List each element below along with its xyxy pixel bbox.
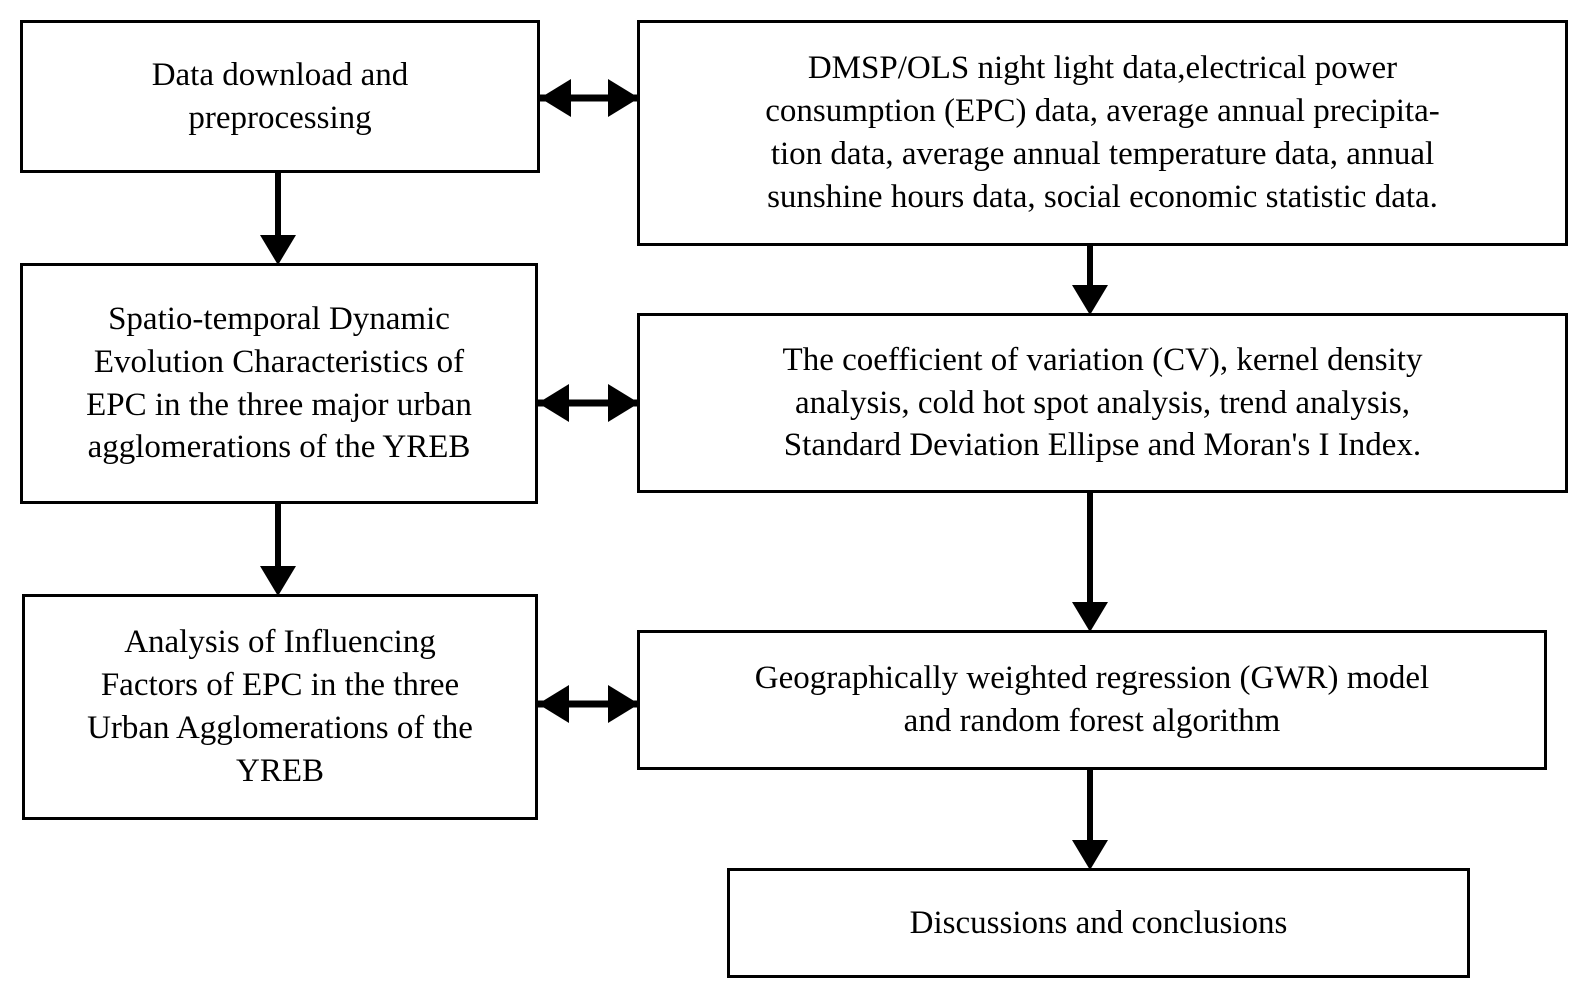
arrow-head-down-icon xyxy=(260,235,296,265)
node-methods-text: The coefficient of variation (CV), kerne… xyxy=(650,339,1555,468)
text-line: Standard Deviation Ellipse and Moran's I… xyxy=(783,427,1422,464)
connector-shaft xyxy=(1087,493,1093,604)
text-line: tion data, average annual temperature da… xyxy=(770,136,1435,172)
connector-shaft xyxy=(275,504,281,568)
arrow-head-left-icon xyxy=(538,685,569,723)
arrow-head-down-icon xyxy=(1072,840,1108,870)
text-line: agglomerations of the YREB xyxy=(87,429,471,466)
text-line: Factors of EPC in the three xyxy=(100,667,460,704)
connector-shaft xyxy=(1087,246,1093,287)
node-methods[interactable]: The coefficient of variation (CV), kerne… xyxy=(637,313,1568,493)
text-line: Evolution Characteristics of xyxy=(93,343,465,380)
text-line: Spatio-temporal Dynamic xyxy=(108,300,450,337)
connector-download-to-spatiotemporal xyxy=(258,173,298,265)
text-line: EPC in the three major urban xyxy=(86,386,472,423)
node-data-download[interactable]: Data download and preprocessing xyxy=(20,20,540,173)
text-line: YREB xyxy=(235,752,324,789)
node-models-text: Geographically weighted regression (GWR)… xyxy=(650,657,1534,743)
text-line: DMSP/OLS night light data,electrical pow… xyxy=(807,50,1398,87)
connector-sources-to-methods xyxy=(1070,246,1110,315)
node-models[interactable]: Geographically weighted regression (GWR)… xyxy=(637,630,1547,770)
text-line: The coefficient of variation (CV), kerne… xyxy=(782,341,1423,378)
arrow-head-down-icon xyxy=(1072,602,1108,632)
connector-shaft xyxy=(538,399,639,407)
connector-shaft xyxy=(538,700,639,708)
text-line: sunshine hours data, social economic sta… xyxy=(767,178,1438,215)
connector-models-to-conclusions xyxy=(1070,770,1110,870)
connector-shaft xyxy=(1087,770,1093,842)
node-data-sources-text: DMSP/OLS night light data,electrical pow… xyxy=(650,47,1555,219)
arrow-head-left-icon xyxy=(540,79,571,117)
text-line: consumption (EPC) data, average annual p… xyxy=(765,93,1440,130)
node-data-download-text: Data download and preprocessing xyxy=(33,54,527,140)
connector-shaft xyxy=(275,173,281,237)
connector-shaft xyxy=(540,94,639,102)
arrow-head-down-icon xyxy=(1072,285,1108,315)
connector-methods-to-models xyxy=(1070,493,1110,632)
connector-spatiotemporal-to-influencing xyxy=(258,504,298,596)
text-line: Discussions and conclusions xyxy=(909,904,1288,941)
node-conclusions[interactable]: Discussions and conclusions xyxy=(727,868,1470,978)
text-line: Geographically weighted regression (GWR)… xyxy=(754,660,1430,697)
arrow-head-right-icon xyxy=(608,685,639,723)
connector-influencing-to-models xyxy=(538,684,639,724)
text-line: preprocessing xyxy=(188,99,372,136)
text-line: Data download and xyxy=(151,56,409,93)
connector-spatiotemporal-to-methods xyxy=(538,383,639,423)
arrow-head-left-icon xyxy=(538,384,569,422)
node-data-sources[interactable]: DMSP/OLS night light data,electrical pow… xyxy=(637,20,1568,246)
text-line: analysis, cold hot spot analysis, trend … xyxy=(795,384,1410,421)
connector-download-to-sources xyxy=(540,78,639,118)
node-conclusions-text: Discussions and conclusions xyxy=(740,902,1457,945)
text-line: Analysis of Influencing xyxy=(124,624,436,661)
text-line: Urban Agglomerations of the xyxy=(87,710,473,746)
arrow-head-right-icon xyxy=(608,384,639,422)
text-line: and random forest algorithm xyxy=(903,703,1281,739)
arrow-head-right-icon xyxy=(608,79,639,117)
arrow-head-down-icon xyxy=(260,566,296,596)
